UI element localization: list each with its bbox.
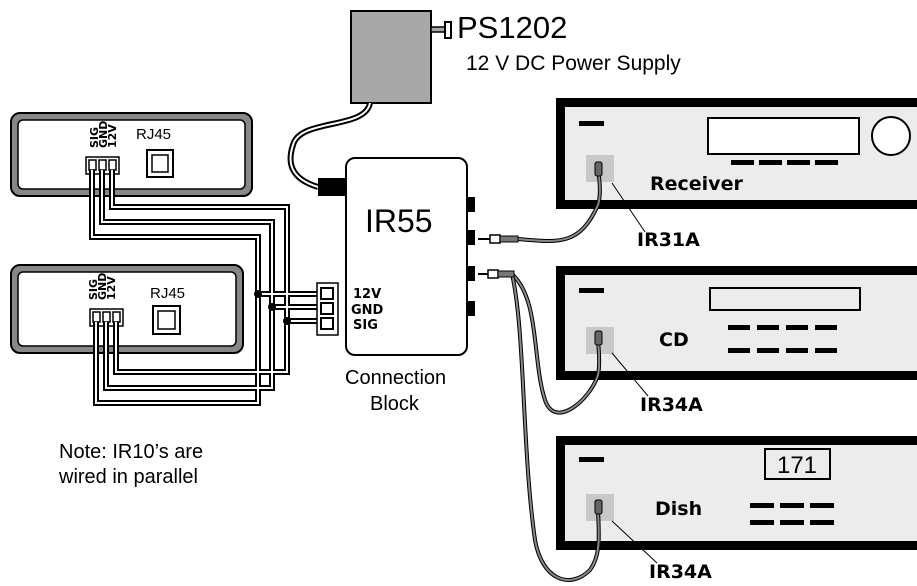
device-label-cd: CD xyxy=(659,329,689,351)
device-dish: 171 Dish xyxy=(556,436,917,550)
wire-junctions xyxy=(254,290,291,325)
keypad-2-terminal-gnd: GND xyxy=(96,273,109,300)
device-label-dish: Dish xyxy=(655,498,702,520)
device-indicator xyxy=(579,457,604,462)
jack-plug-2 xyxy=(478,269,515,279)
power-plug xyxy=(318,178,348,196)
emitter-label-dish: IR34A xyxy=(649,561,712,583)
hub-model: IR55 xyxy=(365,203,433,239)
device-display xyxy=(709,287,861,311)
jack-plug-1 xyxy=(478,234,519,244)
note-line1: Note: IR10’s are xyxy=(59,441,203,463)
volume-knob xyxy=(871,116,911,156)
hub-caption-line2: Block xyxy=(370,393,420,415)
ir55-hub: IR55 12V GND SIG Connection Block xyxy=(316,157,475,415)
device-label-receiver: Receiver xyxy=(650,173,743,195)
note-line2: wired in parallel xyxy=(58,466,198,488)
device-cd: CD xyxy=(556,266,917,380)
hub-caption-line1: Connection xyxy=(345,367,446,389)
hub-terminal-gnd: GND xyxy=(351,303,384,318)
device-display xyxy=(764,448,831,480)
dish-display-value: 171 xyxy=(777,452,817,479)
keypad-2: SIG GND RJ45 xyxy=(10,264,244,354)
keypad-2-jack-label: RJ45 xyxy=(150,285,185,302)
keypad-1-terminal-sig: SIG xyxy=(88,127,101,148)
power-supply-description: 12 V DC Power Supply xyxy=(466,52,681,75)
emitter-cables xyxy=(510,169,602,582)
emitter-label-cd: IR34A xyxy=(640,394,703,416)
keypad-1-terminal-gnd: GND xyxy=(97,121,110,148)
keypad-2-terminal-sig: SIG xyxy=(87,279,100,300)
device-receiver: Receiver xyxy=(556,98,917,209)
hub-terminal-12v: 12V xyxy=(353,287,381,302)
keypad-1-terminal-12v-label: 12V xyxy=(106,124,119,148)
keypad-1: SIG GND RJ45 xyxy=(10,112,253,197)
emitter-label-receiver: IR31A xyxy=(637,229,700,251)
emitter-heads xyxy=(594,161,603,515)
device-display xyxy=(707,117,860,155)
power-supply-model: PS1202 xyxy=(457,10,567,45)
device-indicator xyxy=(579,121,604,126)
keypad-2-terminal-12v-label: 12V xyxy=(105,276,118,300)
power-supply: PS1202 12 V DC Power Supply xyxy=(350,10,681,104)
keypad-1-jack-label: RJ45 xyxy=(136,126,171,143)
hub-terminal-sig: SIG xyxy=(353,318,378,333)
device-indicator xyxy=(579,288,604,293)
